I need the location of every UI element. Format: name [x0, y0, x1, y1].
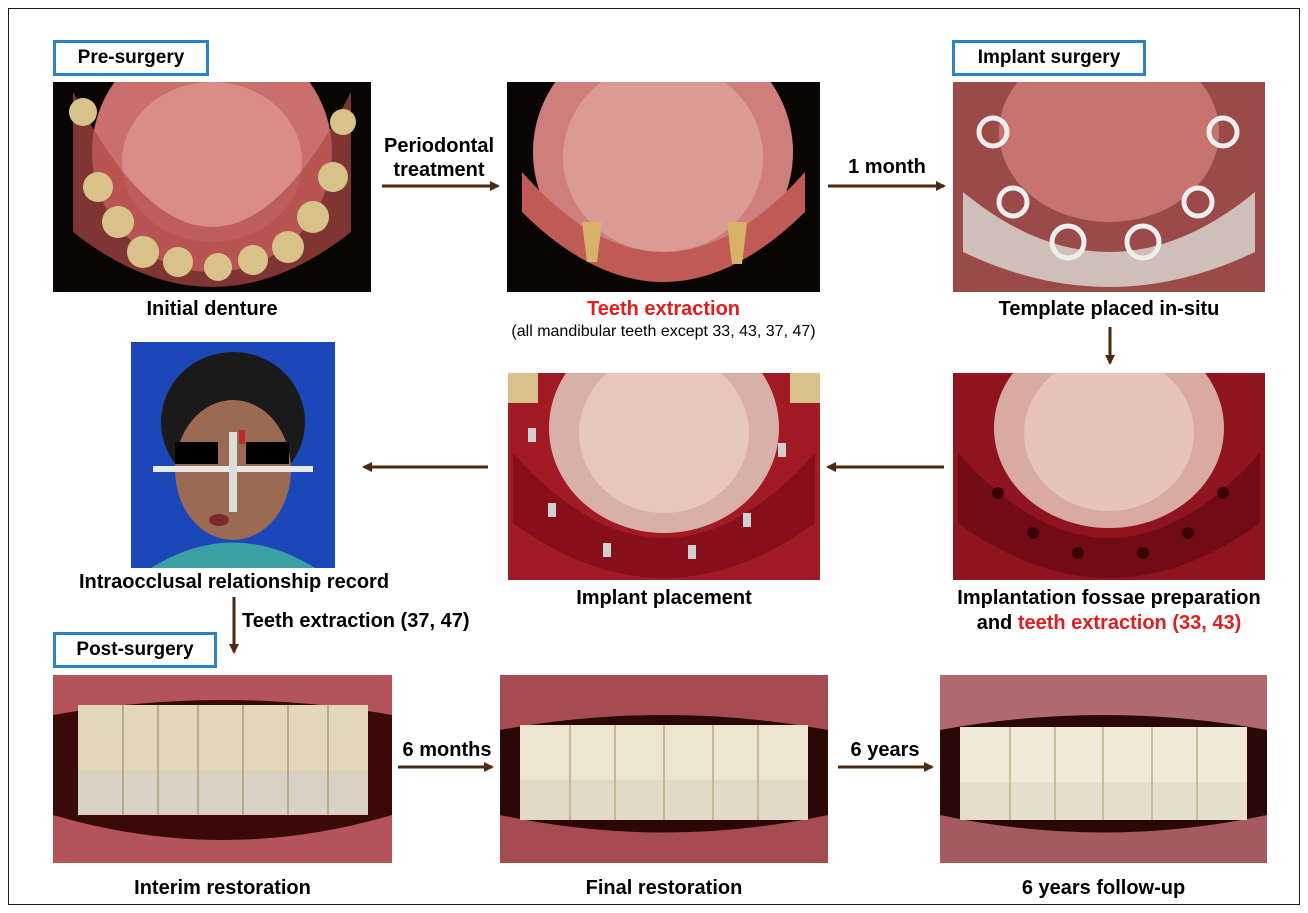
photo-intraocclusal-record [131, 342, 335, 568]
photo-initial-denture [53, 82, 371, 292]
arrow-label-periodontal-2: treatment [376, 158, 502, 182]
photo-interim-restoration [53, 675, 392, 863]
stage-label-implant-surgery: Implant surgery [952, 40, 1146, 76]
photo-teeth-extraction [507, 82, 820, 292]
arrow-label-one-month: 1 month [826, 155, 948, 179]
caption-final-restoration: Final restoration [500, 876, 828, 900]
arrow-label-periodontal-1: Periodontal [376, 134, 502, 158]
caption-teeth-extraction: Teeth extraction [507, 297, 820, 321]
caption-fossae-line2: and teeth extraction (33, 43) [930, 611, 1288, 635]
caption-template-placed: Template placed in-situ [953, 297, 1265, 321]
caption-interim-restoration: Interim restoration [53, 876, 392, 900]
stage-label-post-surgery: Post-surgery [53, 632, 217, 668]
stage-label-pre-surgery: Pre-surgery [53, 40, 209, 76]
caption-intraocclusal-record: Intraocclusal relationship record [48, 570, 420, 594]
photo-followup [940, 675, 1267, 863]
arrow-label-six-years: 6 years [832, 738, 938, 762]
photo-final-restoration [500, 675, 828, 863]
caption-fossae-line1: Implantation fossae preparation [930, 586, 1288, 610]
caption-fossae-line2-prefix: and [977, 612, 1018, 634]
arrow-label-six-months: 6 months [394, 738, 500, 762]
photo-implant-placement [508, 373, 820, 580]
caption-followup: 6 years follow-up [940, 876, 1267, 900]
caption-initial-denture: Initial denture [53, 297, 371, 321]
caption-teeth-extraction-detail: (all mandibular teeth except 33, 43, 37,… [480, 320, 847, 344]
caption-implant-placement: Implant placement [508, 586, 820, 610]
caption-fossae-line2-red: teeth extraction (33, 43) [1018, 612, 1241, 634]
arrow-label-extraction-37-47: Teeth extraction (37, 47) [242, 609, 502, 633]
photo-template-placed [953, 82, 1265, 292]
photo-fossae-preparation [953, 373, 1265, 580]
